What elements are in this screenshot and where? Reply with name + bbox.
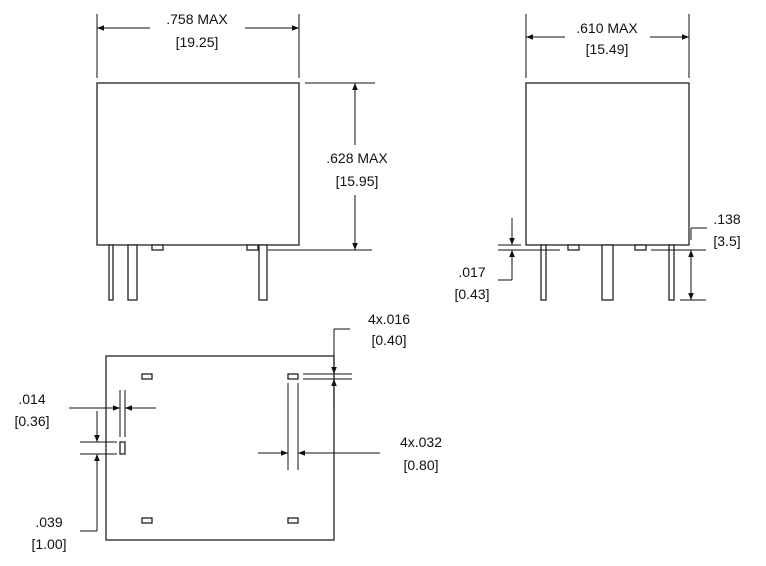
standoff-tab [151,244,164,251]
pin-thickness-mm: [0.36] [14,413,49,429]
pad [141,517,153,524]
standoff-in: .017 [458,264,485,280]
pin [668,244,675,301]
pad [141,373,153,380]
side-width-in: .610 MAX [576,20,638,36]
pad-height-in: 4x.016 [368,311,410,327]
pin-section [119,441,126,455]
standoff-tab [246,244,259,251]
pad-width-in: 4x.032 [400,434,442,450]
bottom-view: .014 [0.36] .039 [1.00] 4x.016 [0.40] 4x… [14,311,442,552]
side-view: .610 MAX [15.49] .017 [0.43] .138 [3.5] [454,14,741,302]
front-height-mm: [15.95] [336,173,379,189]
standoff-tab [567,244,580,251]
pin [127,244,138,301]
front-width-in: .758 MAX [166,11,228,27]
front-height-in: .628 MAX [326,150,388,166]
side-width-mm: [15.49] [586,41,629,57]
pad [287,373,299,380]
pin [258,244,268,301]
pin-length-mm: [3.5] [713,233,740,249]
front-width-mm: [19.25] [176,34,219,50]
standoff-mm: [0.43] [454,286,489,302]
pin [108,244,114,301]
pin [601,244,614,301]
pin-thickness-in: .014 [18,391,45,407]
pin [540,244,547,301]
front-view: .758 MAX [19.25] .628 MAX [15.95] [96,11,388,301]
pad-height-mm: [0.40] [371,332,406,348]
relay-body-bottom [105,355,335,541]
pin-length-in: .138 [713,211,740,227]
standoff-tab [634,244,647,251]
pad [287,517,299,524]
pin-width-mm: [1.00] [31,536,66,552]
relay-body-side [525,82,690,246]
pad-width-mm: [0.80] [403,457,438,473]
relay-body-front [96,82,300,246]
pin-width-in: .039 [35,514,62,530]
